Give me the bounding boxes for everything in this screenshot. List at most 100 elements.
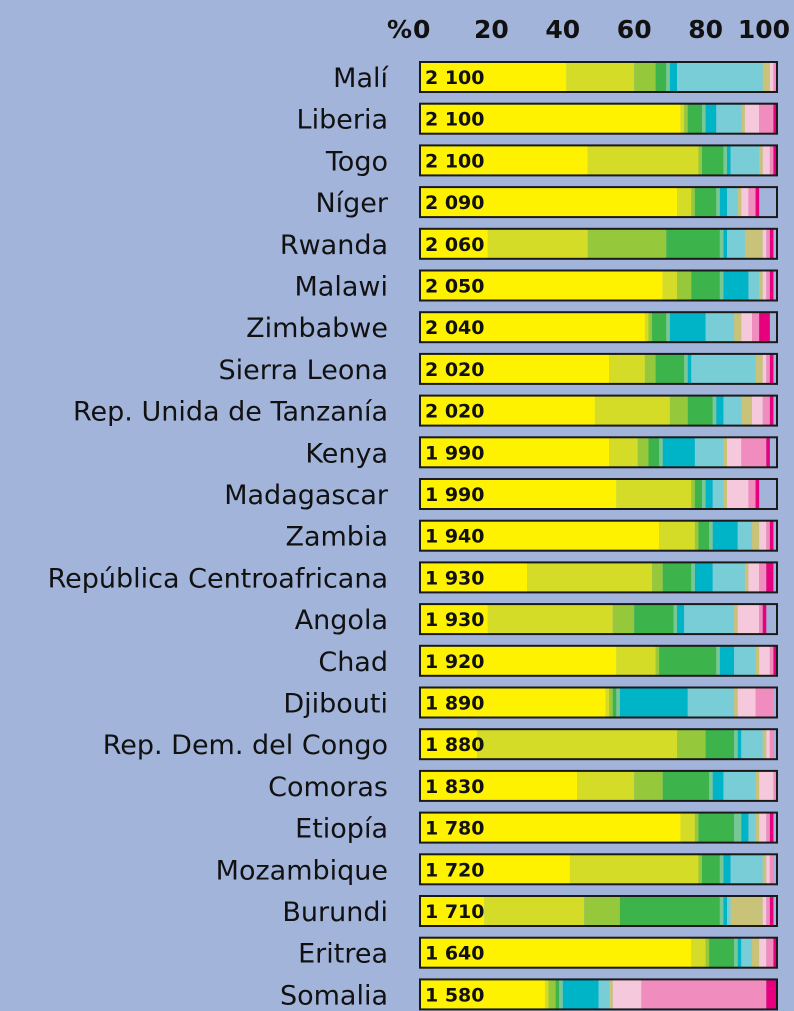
bar-segment	[669, 312, 706, 343]
bar-segment	[487, 228, 588, 259]
bar-segment	[691, 562, 695, 593]
bar-segment	[737, 937, 742, 968]
value-label: 1 930	[425, 567, 485, 589]
bar-segment	[716, 187, 720, 218]
bar-outline	[419, 186, 778, 219]
bar-segment	[644, 353, 656, 384]
bar-segment	[548, 979, 556, 1010]
bar-segment	[677, 604, 685, 635]
bar-segment	[730, 145, 760, 176]
bar-segment	[723, 896, 728, 926]
bar-segment	[669, 395, 688, 426]
category-label: Rwanda	[280, 230, 388, 261]
bar-segment	[759, 812, 767, 843]
bar-outline	[419, 436, 778, 469]
bar-segment	[712, 479, 724, 509]
bar-segment	[684, 353, 688, 384]
bar-segment	[655, 353, 685, 384]
bar-segment	[759, 604, 763, 635]
bar-row	[419, 936, 778, 969]
bar-segment	[527, 562, 653, 593]
bar-segment	[691, 187, 695, 218]
bar-segment	[612, 604, 635, 635]
bar-segment	[752, 395, 763, 426]
category-label: Malí	[333, 63, 389, 94]
bar-segment	[759, 145, 763, 176]
bar-segment	[766, 228, 770, 259]
bar-segment	[727, 896, 731, 926]
value-label: 1 890	[425, 693, 485, 715]
bar-segment	[420, 353, 610, 384]
bar-segment	[723, 228, 728, 259]
value-label: 1 920	[425, 651, 485, 673]
bar-segment	[716, 103, 742, 134]
x-tick-label: 0	[413, 15, 430, 44]
bar-segment	[737, 604, 760, 635]
bar-segment	[609, 437, 638, 468]
bar-segment	[702, 145, 724, 176]
bar-outline	[419, 519, 778, 552]
bar-segment	[705, 729, 735, 760]
bar-segment	[766, 812, 770, 843]
bar-segment	[691, 353, 756, 384]
bar-segment	[420, 770, 578, 801]
bar-segment	[612, 979, 642, 1010]
bar-segment	[684, 604, 735, 635]
bar-segment	[737, 520, 753, 551]
bar-segment	[634, 770, 663, 801]
bar-segment	[766, 979, 777, 1010]
bar-segment	[769, 729, 774, 760]
bar-segment	[769, 395, 774, 426]
bar-segment	[723, 270, 749, 301]
bar-segment	[748, 187, 756, 218]
bar-segment	[659, 520, 695, 551]
bar-segment	[594, 395, 670, 426]
bar-segment	[766, 937, 774, 968]
bar-segment	[680, 812, 695, 843]
bar-segment	[727, 228, 745, 259]
bar-segment	[755, 812, 760, 843]
bar-segment	[748, 812, 756, 843]
bar-segment	[652, 312, 667, 343]
bar-outline	[419, 561, 778, 594]
bar-segment	[677, 187, 692, 218]
bar-row	[419, 102, 778, 135]
bar-segment	[759, 312, 770, 343]
bar-segment	[723, 437, 728, 468]
bar-segment	[420, 562, 528, 593]
category-label: Eritrea	[298, 939, 388, 970]
bar-segment	[766, 353, 770, 384]
bar-segment	[755, 645, 760, 676]
bar-segment	[752, 520, 760, 551]
bar-segment	[741, 103, 745, 134]
bar-segment	[616, 645, 656, 676]
bar-segment	[691, 270, 720, 301]
bar-segment	[759, 562, 767, 593]
bar-segment	[420, 896, 485, 926]
bar-segment	[719, 896, 724, 926]
bar-segment	[769, 228, 774, 259]
bar-segment	[719, 645, 735, 676]
bar-segment	[684, 103, 688, 134]
bar-segment	[712, 770, 724, 801]
bar-segment	[766, 854, 770, 885]
bar-segment	[605, 687, 610, 718]
bar-outline	[419, 102, 778, 135]
bar-row	[419, 978, 778, 1011]
bar-segment	[769, 854, 774, 885]
bar-segment	[712, 562, 745, 593]
category-label: República Centroafricana	[48, 563, 388, 594]
bar-segment	[709, 520, 713, 551]
value-label: 2 050	[425, 276, 485, 298]
bar-segment	[559, 979, 563, 1010]
bar-segment	[744, 228, 763, 259]
bar-segment	[766, 270, 770, 301]
bar-segment	[769, 896, 774, 926]
category-label: Kenya	[305, 438, 388, 469]
bar-segment	[659, 645, 717, 676]
bar-segment	[420, 729, 478, 760]
bar-segment	[420, 479, 617, 509]
bar-outline	[419, 769, 778, 802]
